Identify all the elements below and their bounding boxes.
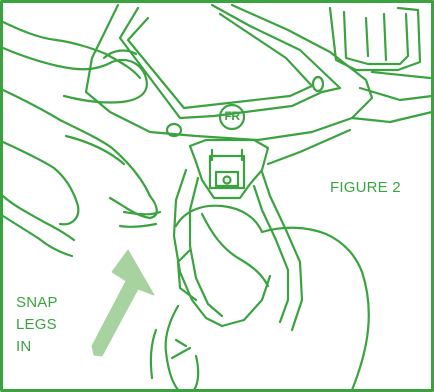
left-hand bbox=[1, 20, 162, 258]
bracket bbox=[266, 6, 434, 166]
right-hand bbox=[149, 204, 370, 392]
figure-label: FIGURE 2 bbox=[330, 179, 401, 196]
fr-badge-label: FR bbox=[224, 109, 241, 123]
instruction-line: LEGS bbox=[16, 316, 57, 333]
arrow-up-icon bbox=[91, 249, 155, 357]
snap-leg bbox=[172, 138, 304, 332]
instruction-text: SNAP LEGS IN bbox=[16, 292, 58, 358]
instruction-line: IN bbox=[16, 338, 32, 355]
instruction-line: SNAP bbox=[16, 294, 58, 311]
fr-badge bbox=[218, 103, 246, 131]
